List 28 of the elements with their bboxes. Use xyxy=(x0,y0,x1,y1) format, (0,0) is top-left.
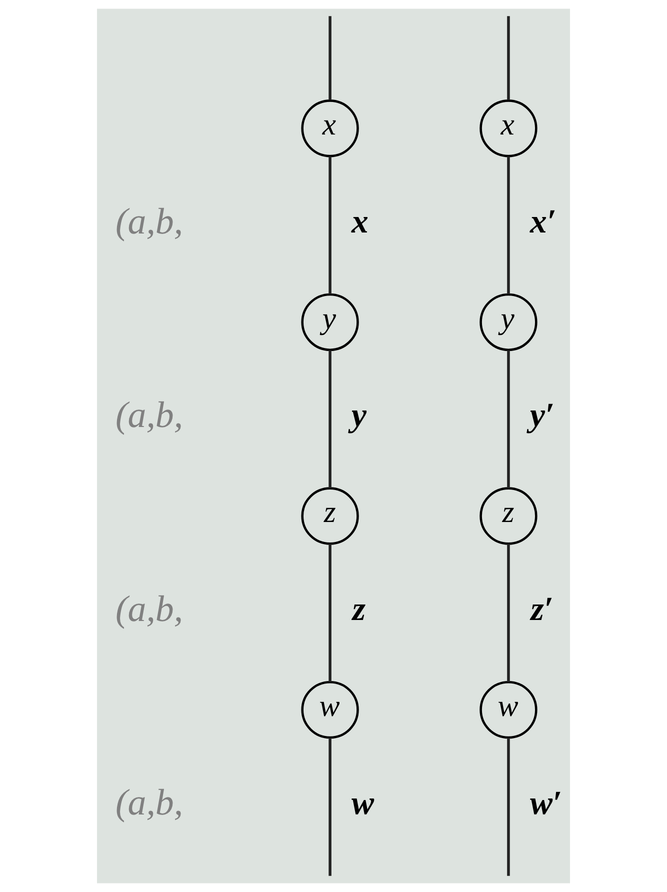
connector xyxy=(328,16,332,100)
label: (a,b, xyxy=(115,588,184,629)
label: (a,b, xyxy=(115,394,184,436)
connector xyxy=(507,16,510,100)
node-circle: w xyxy=(301,680,359,739)
node-circle: x xyxy=(480,100,538,158)
node-circle: y xyxy=(301,293,359,352)
edge-label: w′ xyxy=(530,784,562,822)
edge-label: z′ xyxy=(530,590,554,628)
node-circle: y xyxy=(480,293,538,352)
edge-label: x′ xyxy=(530,203,556,240)
label: (a,b, xyxy=(115,200,184,242)
node-circle: x xyxy=(301,100,359,158)
edge-label: x xyxy=(352,203,368,240)
connector xyxy=(328,738,332,876)
node-circle: w xyxy=(480,680,538,739)
connector xyxy=(507,738,510,876)
connector xyxy=(328,350,332,488)
connector xyxy=(328,156,332,294)
node-circle: z xyxy=(301,487,359,545)
connector xyxy=(507,544,510,682)
label: (a,b, xyxy=(115,782,184,823)
edge-label: w xyxy=(352,784,374,822)
node-circle: z xyxy=(480,487,538,545)
connector xyxy=(507,350,510,488)
edge-label: z xyxy=(352,590,366,628)
connector xyxy=(328,544,332,682)
connector xyxy=(507,156,510,294)
